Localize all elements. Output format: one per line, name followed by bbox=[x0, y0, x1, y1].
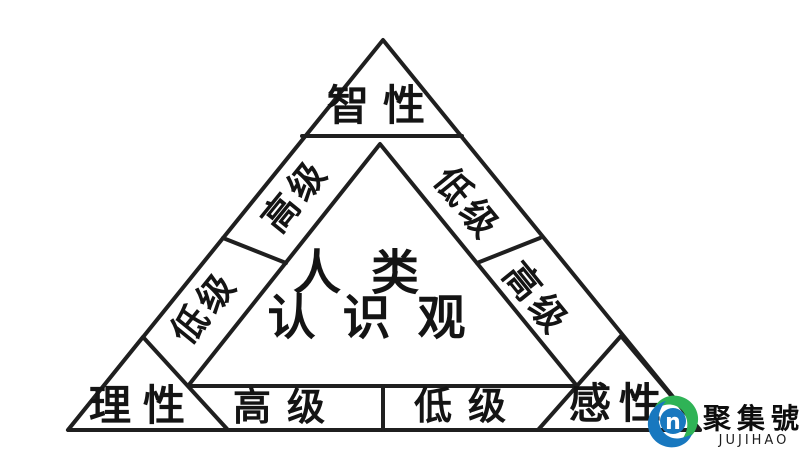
bottom-band-right-label: 低级 bbox=[414, 384, 522, 428]
left-vertex-label: 理性 bbox=[89, 381, 197, 430]
logo-letter: n bbox=[665, 410, 681, 435]
center-title-line1: 人类 bbox=[293, 245, 449, 301]
brand-name-cn: 聚集號 bbox=[702, 402, 800, 435]
right-band-divider-line bbox=[475, 236, 542, 265]
pyramid-linework bbox=[66, 38, 702, 432]
logo-center-disk bbox=[660, 408, 686, 434]
bottom-band-left-label: 高级 bbox=[233, 385, 341, 429]
top-vertex-label: 智性 bbox=[327, 81, 439, 130]
brand-name-en: JUJIHAO bbox=[718, 433, 790, 448]
jujihao-watermark: n 聚集號 JUJIHAO bbox=[647, 395, 800, 448]
center-title-line2: 认识观 bbox=[267, 290, 492, 346]
right-vertex-label: 感性 bbox=[569, 379, 669, 428]
logo-blue-swirl bbox=[647, 401, 692, 448]
jujihao-logo-icon: n bbox=[647, 395, 699, 448]
logo-green-swirl bbox=[654, 395, 699, 442]
left-band-divider-line bbox=[221, 236, 288, 265]
left-corner-triangle bbox=[66, 335, 230, 432]
